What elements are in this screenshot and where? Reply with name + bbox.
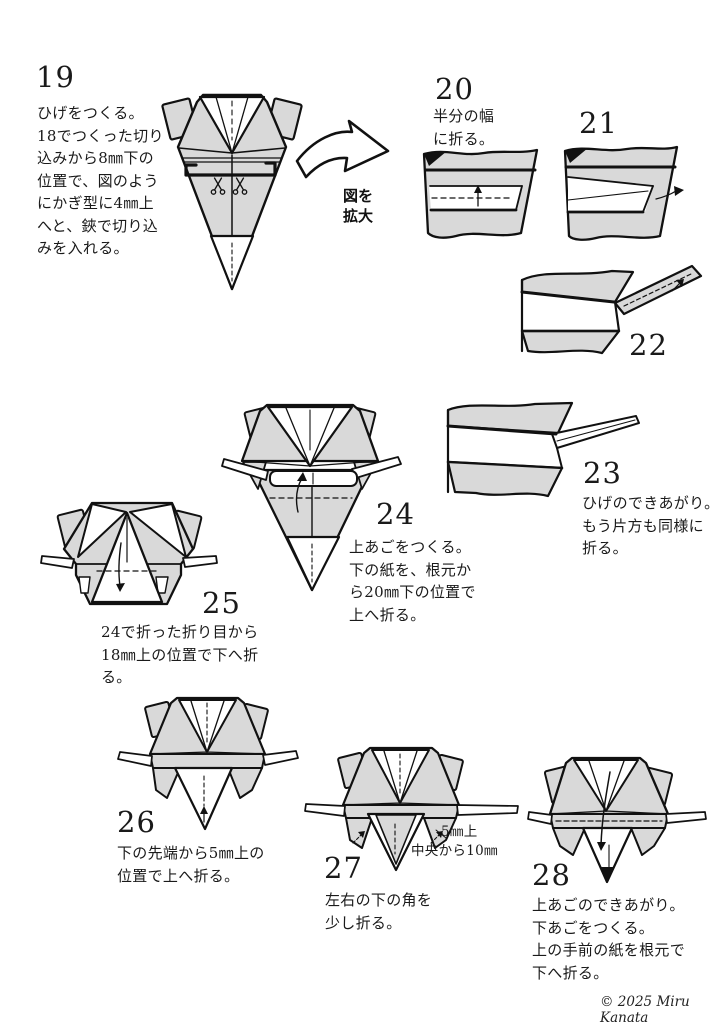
figure-step21 <box>563 145 684 241</box>
whisker-flap <box>551 415 640 449</box>
right-whisker <box>262 750 299 766</box>
annotation-5mm-up: 5㎜上 <box>441 824 478 840</box>
step-number-23: 23 <box>583 456 622 490</box>
left-whisker <box>304 803 346 817</box>
step-number-24: 24 <box>376 497 415 531</box>
step-text-23: ひげのできあがり。 もう片方も同様に 折る。 <box>582 494 720 557</box>
step-text-19: ひげをつくる。 18でつくった切り 込みから8㎜下の 位置で、図のよう にかぎ型… <box>37 104 164 257</box>
left-whisker <box>40 555 75 569</box>
fold-arrow-up-icon <box>200 806 208 823</box>
fold-arrow-up-icon <box>474 185 482 207</box>
step-text-28: 上あごのできあがり。 下あごをつくる。 上の手前の紙を根元で 下へ折る。 <box>532 896 686 982</box>
step-number-19: 19 <box>36 60 75 94</box>
step-number-28: 28 <box>532 858 571 892</box>
fold-arrow-down-icon <box>597 771 611 851</box>
right-whisker <box>182 555 218 568</box>
step-text-25: 24で折った折り目から 18㎜上の位置で下へ折 る。 <box>101 623 259 686</box>
left-whisker <box>221 458 269 481</box>
fold-arrow-down-icon <box>116 542 125 592</box>
figure-step22 <box>520 264 703 355</box>
corner-fold-arrow-icon <box>352 831 365 844</box>
scissors-icon <box>210 177 226 195</box>
step-number-22: 22 <box>629 328 668 362</box>
step-number-27: 27 <box>324 851 363 885</box>
step-text-27: 左右の下の角を 少し折る。 <box>325 891 433 932</box>
right-whisker <box>665 811 707 824</box>
fold-line <box>623 273 692 307</box>
right-whisker <box>456 804 519 816</box>
zoom-callout-label: 図を 拡大 <box>342 187 373 226</box>
zoom-arrow-icon <box>295 119 390 179</box>
annotation-center-10mm: 中央から10㎜ <box>411 843 498 859</box>
right-whisker <box>351 456 402 479</box>
left-whisker <box>117 751 153 767</box>
fold-arrow-up-icon <box>295 472 307 513</box>
footer-copyright: © 2025 Miru Kanata <box>600 994 690 1024</box>
scissors-icon <box>232 177 248 195</box>
step-text-24: 上あごをつくる。 下の紙を、根元か ら20㎜下の位置で 上へ折る。 <box>349 538 476 624</box>
fold-arrow-icon <box>671 279 684 292</box>
step-number-25: 25 <box>202 586 241 620</box>
step-number-26: 26 <box>117 805 156 839</box>
step-text-26: 下の先端から5㎜上の 位置で上へ折る。 <box>117 844 265 885</box>
step-number-20: 20 <box>435 72 474 106</box>
figure-step25 <box>40 501 218 606</box>
step-number-21: 21 <box>579 106 618 140</box>
figure-step20 <box>422 148 539 239</box>
pull-arrow-right-icon <box>655 186 684 200</box>
left-whisker <box>527 811 553 825</box>
step-text-20: 半分の幅 に折る。 <box>433 107 495 148</box>
cut-hook-line <box>184 161 277 177</box>
